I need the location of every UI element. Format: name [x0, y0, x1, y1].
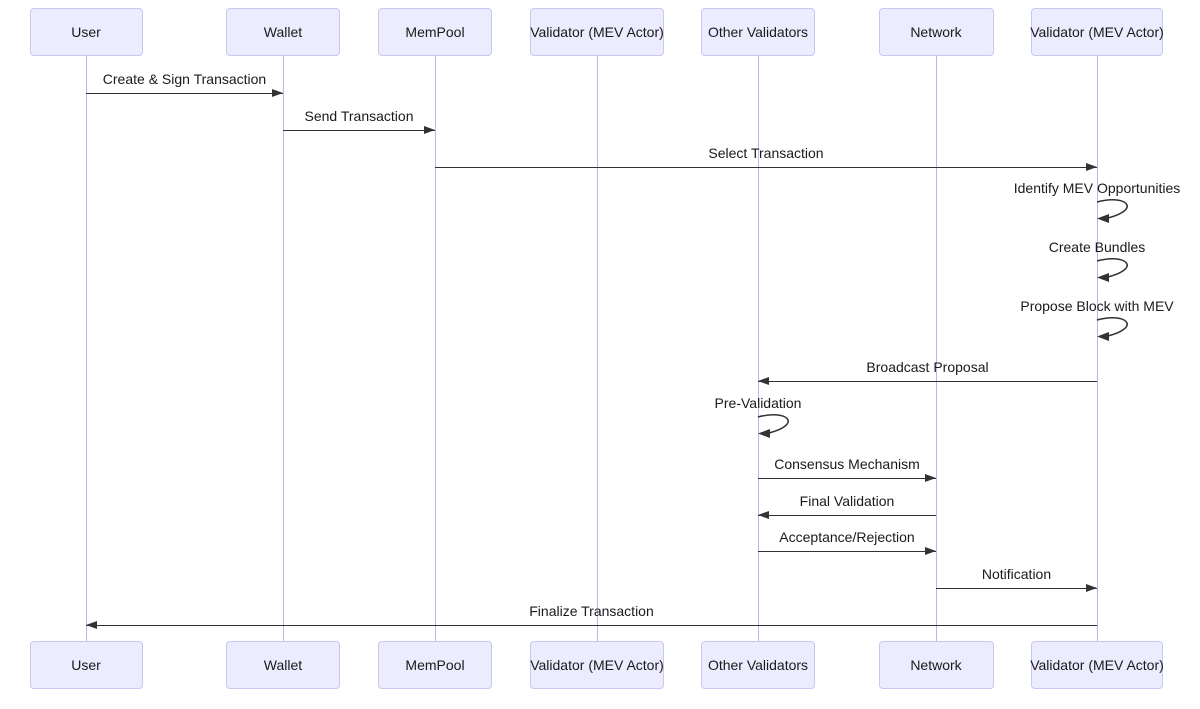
arrowhead-finalize-transaction	[86, 621, 97, 629]
message-label-acceptance-rejection: Acceptance/Rejection	[779, 529, 915, 545]
message-label-select-transaction: Select Transaction	[708, 145, 824, 161]
message-line-create-sign-transaction	[86, 93, 283, 94]
message-line-final-validation	[758, 515, 936, 516]
lifeline-user	[86, 56, 87, 641]
actor-top-wallet: Wallet	[226, 8, 340, 56]
actor-top-network: Network	[878, 8, 994, 56]
self-loop-arrow-create-bundles	[1096, 257, 1128, 282]
actor-top-other-validators: Other Validators	[701, 8, 815, 56]
message-label-propose-block-with-mev: Propose Block with MEV	[1020, 298, 1174, 314]
lifeline-wallet	[283, 56, 284, 641]
arrowhead-final-validation	[758, 511, 769, 519]
arrowhead-notification	[1086, 584, 1097, 592]
message-line-send-transaction	[283, 130, 435, 131]
actor-top-validator-mev-actor: Validator (MEV Actor)	[530, 8, 664, 56]
lifeline-validator-mev-actor	[597, 56, 598, 641]
message-line-acceptance-rejection	[758, 551, 936, 552]
message-label-send-transaction: Send Transaction	[304, 108, 414, 124]
message-label-create-sign-transaction: Create & Sign Transaction	[102, 71, 267, 87]
message-line-select-transaction	[435, 167, 1097, 168]
actor-bottom-wallet: Wallet	[226, 641, 340, 689]
actor-top-mempool: MemPool	[378, 8, 492, 56]
message-label-finalize-transaction: Finalize Transaction	[529, 603, 654, 619]
actor-top-validator-mev-actor: Validator (MEV Actor)	[1030, 8, 1164, 56]
message-label-identify-mev-opportunities: Identify MEV Opportunities	[1013, 180, 1181, 196]
message-line-notification	[936, 588, 1097, 589]
arrowhead-consensus-mechanism	[925, 474, 936, 482]
actor-bottom-user: User	[29, 641, 143, 689]
actor-bottom-other-validators: Other Validators	[701, 641, 815, 689]
actor-top-user: User	[29, 8, 143, 56]
arrowhead-acceptance-rejection	[925, 547, 936, 555]
message-label-broadcast-proposal: Broadcast Proposal	[866, 359, 989, 375]
lifeline-validator-mev-actor	[1097, 56, 1098, 641]
message-label-consensus-mechanism: Consensus Mechanism	[774, 456, 920, 472]
actor-bottom-validator-mev-actor: Validator (MEV Actor)	[1030, 641, 1164, 689]
arrowhead-select-transaction	[1086, 163, 1097, 171]
lifeline-network	[936, 56, 937, 641]
message-line-finalize-transaction	[86, 625, 1097, 626]
message-label-final-validation: Final Validation	[799, 493, 895, 509]
message-line-consensus-mechanism	[758, 478, 936, 479]
actor-bottom-network: Network	[878, 641, 994, 689]
self-loop-arrow-pre-validation	[757, 413, 789, 438]
lifeline-mempool	[435, 56, 436, 641]
arrowhead-create-sign-transaction	[272, 89, 283, 97]
arrowhead-send-transaction	[424, 126, 435, 134]
self-loop-arrow-identify-mev-opportunities	[1096, 198, 1128, 223]
actor-bottom-validator-mev-actor: Validator (MEV Actor)	[530, 641, 664, 689]
actor-bottom-mempool: MemPool	[378, 641, 492, 689]
message-label-pre-validation: Pre-Validation	[714, 395, 802, 411]
message-line-broadcast-proposal	[758, 381, 1097, 382]
self-loop-arrow-propose-block-with-mev	[1096, 316, 1128, 341]
message-label-create-bundles: Create Bundles	[1048, 239, 1146, 255]
lifeline-other-validators	[758, 56, 759, 641]
message-label-notification: Notification	[981, 566, 1052, 582]
arrowhead-broadcast-proposal	[758, 377, 769, 385]
